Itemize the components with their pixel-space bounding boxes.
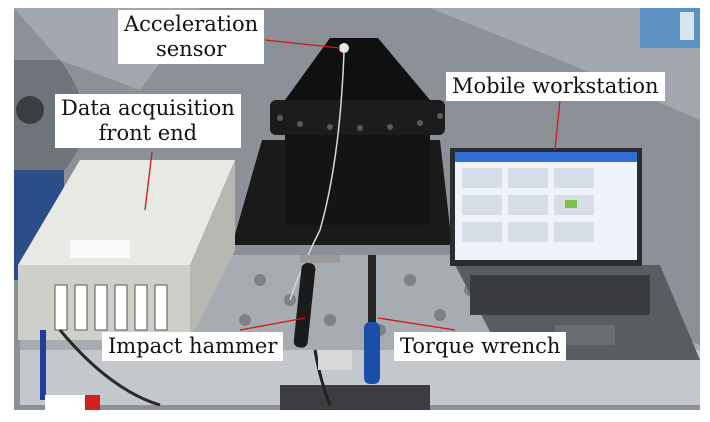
label-line-1: Data acquisition (61, 96, 235, 120)
warning-sign-stripe (85, 395, 100, 410)
label-mobile-workstation: Mobile workstation (446, 72, 665, 101)
cone-bolts (277, 113, 443, 131)
cone-cylinder (285, 135, 430, 225)
laptop-touchpad (555, 325, 615, 345)
label-text: Impact hammer (108, 334, 278, 358)
daq-side (190, 160, 235, 340)
line-impact-hammer (239, 317, 306, 331)
label-data-acquisition: Data acquisition front end (55, 94, 241, 148)
sensor-cable (289, 51, 345, 301)
label-text: Mobile workstation (452, 74, 659, 98)
motor-hub (16, 96, 44, 124)
line-acceleration-sensor (264, 39, 341, 49)
line-data-acquisition (144, 151, 153, 211)
small-sensor-block (318, 350, 352, 370)
laptop-keyboard (470, 275, 650, 315)
daq-modules (54, 284, 168, 331)
screen-plots (462, 168, 594, 242)
torque-wrench-icon (364, 255, 380, 384)
impact-hammer-icon (293, 255, 340, 406)
line-torque-wrench (377, 317, 456, 331)
label-line-2: sensor (155, 37, 227, 61)
sensor-icon (339, 43, 349, 53)
label-torque-wrench: Torque wrench (394, 332, 567, 361)
label-line-1: Acceleration (124, 12, 259, 36)
table-slot (280, 385, 430, 410)
tarp-folds (14, 8, 700, 120)
label-line-2: front end (98, 121, 198, 145)
screen-header (455, 152, 637, 162)
daq-sticker (70, 240, 130, 258)
label-impact-hammer: Impact hammer (102, 332, 284, 361)
line-mobile-workstation (554, 99, 561, 151)
daq-cable-blue (40, 330, 46, 400)
screen-highlight (565, 200, 577, 208)
daq-cable (58, 329, 161, 407)
annotation-lines (144, 39, 561, 331)
cabinet-panel (680, 12, 694, 40)
label-text: Torque wrench (400, 334, 561, 358)
cone-flange (270, 100, 445, 135)
daq-top (18, 160, 235, 265)
label-acceleration-sensor: Acceleration sensor (118, 10, 265, 64)
